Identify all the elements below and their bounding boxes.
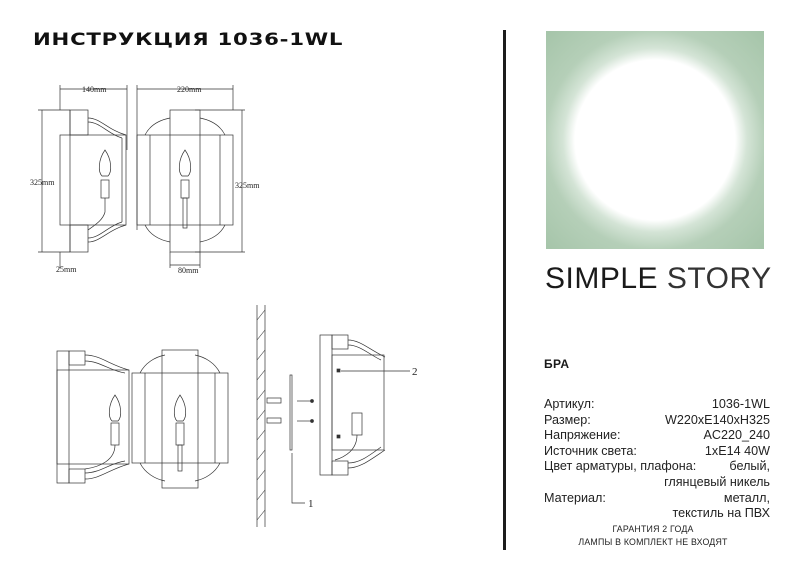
spec-row-article: Артикул: 1036-1WL (544, 397, 770, 413)
spec-value-continuation: текстиль на ПВХ (672, 506, 770, 521)
product-side-view (55, 345, 135, 495)
spec-label: Источник света: (544, 443, 637, 458)
vertical-divider (503, 30, 506, 550)
product-front-view (130, 345, 230, 495)
dim-front-height: 325mm (235, 181, 260, 190)
spec-label: Напряжение: (544, 428, 621, 443)
callout-2: 2 (412, 366, 418, 378)
dim-front-width: 220mm (177, 85, 202, 94)
spec-label: Цвет арматуры, плафона: (544, 459, 697, 474)
spec-value: 1036-1WL (711, 397, 770, 411)
spec-row-material: Материал: металл, (544, 491, 770, 507)
lamps-note: ЛАМПЫ В КОМПЛЕКТ НЕ ВХОДЯТ (578, 537, 728, 547)
callout-1: 1 (308, 498, 314, 510)
warranty-note: ГАРАНТИЯ 2 ГОДА (612, 524, 694, 534)
dim-front-base: 80mm (178, 266, 199, 275)
spec-value: 1xE14 40W (704, 443, 770, 458)
spec-value: AC220_240 (703, 428, 770, 443)
product-type: БРА (544, 357, 570, 371)
spec-row-color: Цвет арматуры, плафона: белый, (544, 459, 770, 475)
spec-value: W220xE140xH325 (664, 412, 770, 427)
spec-label: Размер: (544, 412, 591, 427)
brand-logo-mark (546, 31, 764, 249)
document-title: ИНСТРУКЦИЯ 1036-1WL (33, 30, 344, 50)
dim-side-base: 25mm (56, 265, 77, 274)
dimension-drawing-front: 220mm 325mm 80mm (135, 80, 265, 280)
brand-name-part2: STORY (666, 262, 772, 295)
installation-diagram: 1 2 (245, 305, 425, 530)
spec-list: Артикул: 1036-1WL Размер: W220xE140xH325… (544, 397, 770, 522)
dim-side-height: 325mm (30, 178, 55, 187)
footer-notes: ГАРАНТИЯ 2 ГОДА ЛАМПЫ В КОМПЛЕКТ НЕ ВХОД… (530, 523, 776, 549)
spec-row-light-source: Источник света: 1xE14 40W (544, 444, 770, 460)
spec-label: Материал: (544, 490, 606, 505)
dim-side-depth: 140mm (82, 85, 107, 94)
spec-row-size: Размер: W220xE140xH325 (544, 413, 770, 429)
brand-name-part1: SIMPLE (545, 262, 659, 295)
spec-value-continuation: глянцевый никель (664, 474, 770, 489)
spec-value: металл, (723, 490, 770, 505)
spec-row-voltage: Напряжение: AC220_240 (544, 428, 770, 444)
dimension-drawing-side: 140mm 325mm 25mm (30, 80, 130, 280)
brand-wordmark: SIMPLE STORY (545, 262, 772, 296)
spec-value: белый, (729, 459, 770, 474)
spec-label: Артикул: (544, 397, 595, 411)
